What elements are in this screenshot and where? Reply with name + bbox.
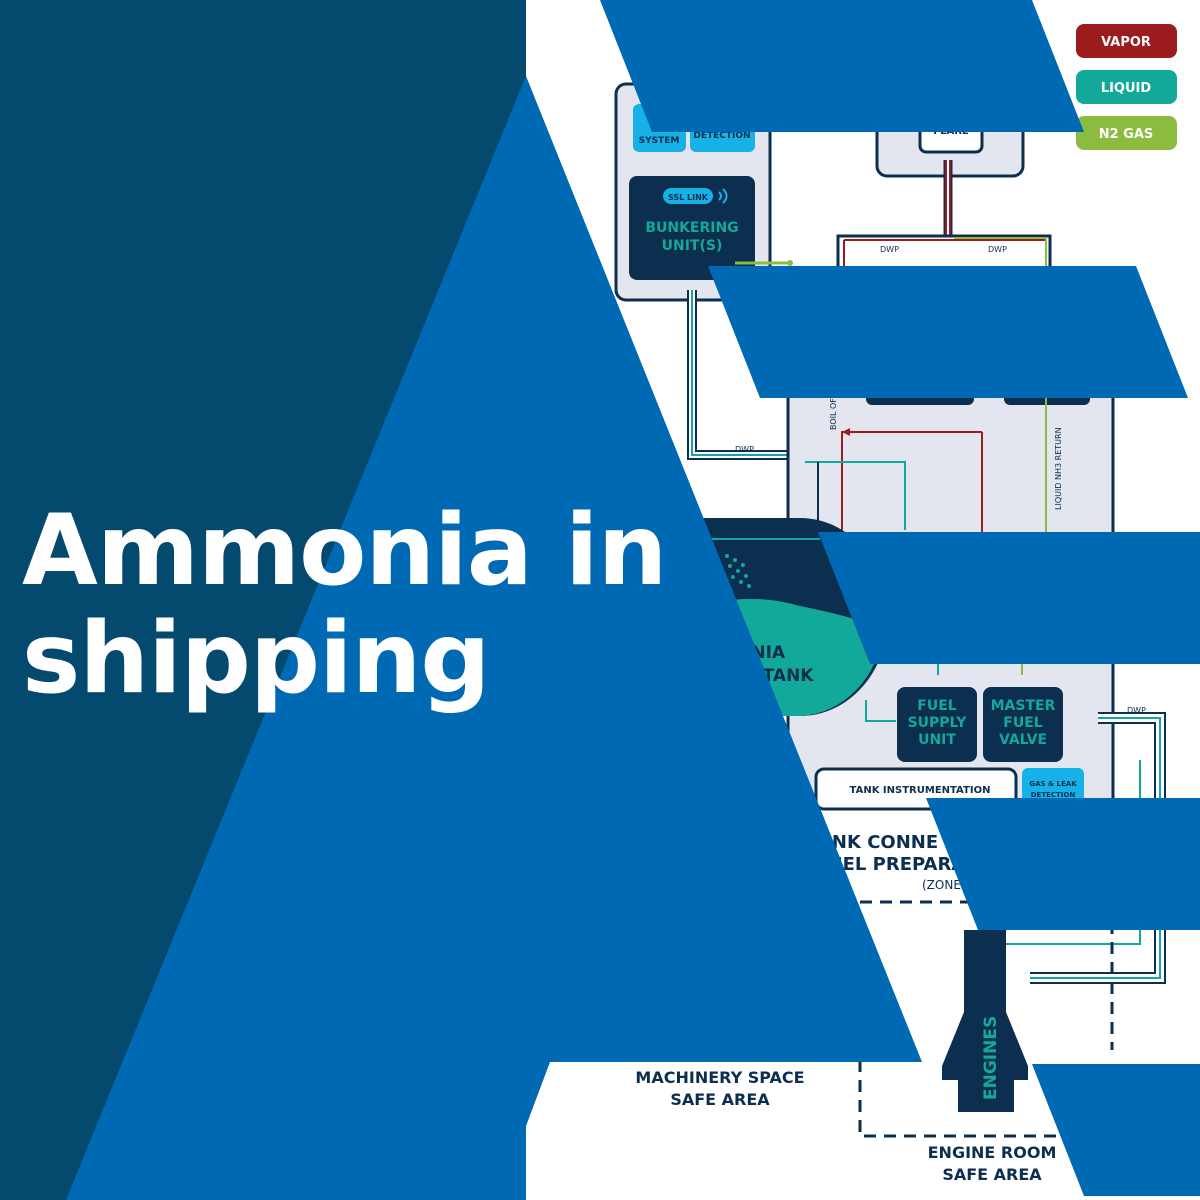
- brand-stripe-3: [818, 532, 1200, 664]
- brand-a-shape: [66, 76, 922, 1200]
- fuel-supply-unit-label-1: FUEL: [917, 698, 956, 714]
- legend-n2-chip: [1076, 116, 1177, 150]
- dwp-label-engine: DWP: [1127, 706, 1146, 715]
- brand-stripe-1: [600, 0, 1084, 132]
- master-fuel-valve-label-3: VALVE: [999, 732, 1047, 748]
- gas-detection-top-label: DETECTION: [693, 131, 750, 141]
- liquid-return-label: LIQUID NH3 RETURN: [1054, 427, 1063, 510]
- headline-line-1: Ammonia in: [22, 494, 667, 608]
- dwp-label-flare-right: DWP: [988, 245, 1007, 254]
- tank-connection-title-2: UEL PREPARA: [828, 854, 965, 875]
- flare-piping: [836, 160, 1052, 330]
- ssl-link-badge: [663, 188, 713, 204]
- vent-system-label: SYSTEM: [639, 136, 680, 146]
- tank-connection-title-1: ANK CONNE: [818, 832, 938, 853]
- brand-stripe-4: [926, 798, 1200, 930]
- wireless-signal-icon: [718, 188, 728, 204]
- legend-liquid-chip: [1076, 70, 1177, 104]
- boil-off-label: BOIL OF: [829, 398, 838, 430]
- dwp-label-flare-left: DWP: [880, 245, 899, 254]
- fuel-supply-unit-box: [897, 687, 977, 762]
- ssl-link-label: SSL LINK: [668, 193, 709, 202]
- bunkering-unit-label-2: UNIT(S): [662, 238, 723, 254]
- master-fuel-valve-box: [983, 687, 1063, 762]
- machinery-space-label-1: MACHINERY SPACE: [635, 1068, 804, 1087]
- headline-line-2: shipping: [22, 601, 491, 716]
- machinery-space-label-2: SAFE AREA: [670, 1090, 770, 1109]
- brand-stripe-2: [708, 266, 1188, 398]
- master-fuel-valve-label-2: FUEL: [1003, 715, 1042, 731]
- legend-vapor-label: VAPOR: [1101, 35, 1151, 50]
- bunkering-unit-label-1: BUNKERING: [645, 220, 738, 236]
- engines-label: ENGINES: [981, 1016, 1001, 1100]
- dwp-label-bunkering: DWP: [735, 445, 754, 454]
- legend-n2-label: N2 GAS: [1099, 127, 1154, 142]
- engine-room-label-2: SAFE AREA: [942, 1165, 1042, 1184]
- gas-leak-detection-label-2: DETECTION: [1031, 791, 1076, 799]
- bunkering-piping: [687, 260, 805, 460]
- tank-instrumentation-label: TANK INSTRUMENTATION: [850, 785, 991, 796]
- legend-vapor-chip: [1076, 24, 1177, 58]
- headline: Ammonia in shipping: [22, 494, 782, 716]
- zone-label: (ZONE: [922, 878, 961, 892]
- spray-nozzle-icon: [725, 554, 751, 588]
- legend-liquid-label: LIQUID: [1101, 81, 1152, 96]
- gas-leak-detection-label-1: GAS & LEAK: [1029, 780, 1077, 788]
- engine-room-label-1: ENGINE ROOM: [928, 1143, 1057, 1162]
- fuel-supply-unit-label-3: UNIT: [918, 732, 956, 748]
- engine-block: [942, 930, 1028, 1112]
- fuel-supply-unit-label-2: SUPPLY: [908, 715, 968, 731]
- brand-stripe-5: [1032, 1064, 1200, 1196]
- legend: VAPOR LIQUID N2 GAS: [1076, 24, 1177, 150]
- master-fuel-valve-label-1: MASTER: [991, 698, 1056, 714]
